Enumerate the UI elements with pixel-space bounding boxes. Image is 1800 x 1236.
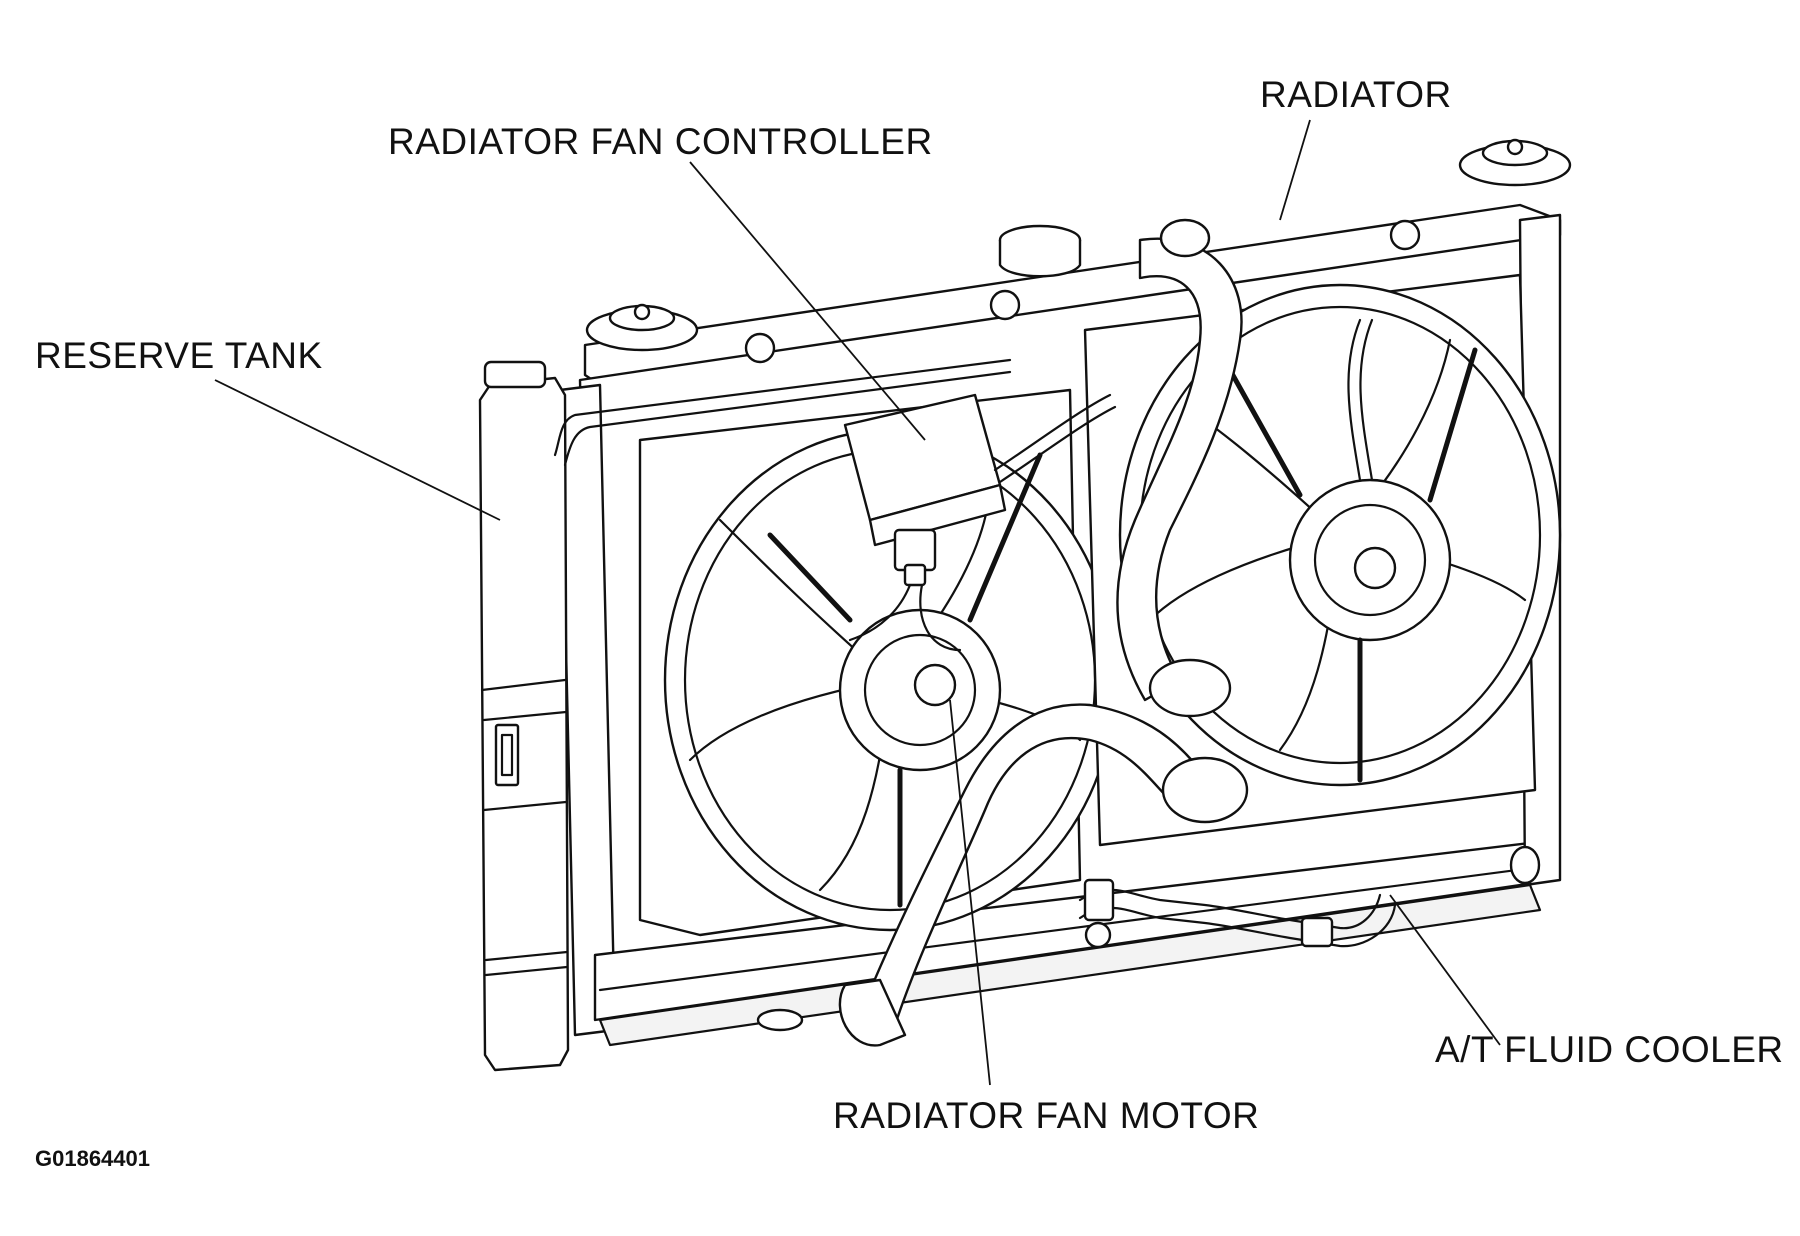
- at-fluid-cooler-lines: [1078, 878, 1397, 949]
- reserve-tank: [478, 358, 1012, 1072]
- leader-reserve-tank: [214, 379, 501, 521]
- leader-lines: [214, 119, 1501, 1086]
- lower-radiator-hose: [838, 703, 1249, 1047]
- leader-at-fluid-cooler: [1389, 894, 1501, 1046]
- leader-fan-controller: [689, 161, 926, 441]
- label-radiator-fan-controller: RADIATOR FAN CONTROLLER: [388, 121, 933, 162]
- upper-radiator-hose: [1116, 218, 1243, 718]
- label-reserve-tank: RESERVE TANK: [35, 335, 323, 376]
- label-radiator: RADIATOR: [1260, 74, 1452, 115]
- radiator-fan-controller: [843, 393, 1117, 652]
- label-at-fluid-cooler: A/T FLUID COOLER: [1435, 1029, 1784, 1070]
- label-radiator-fan-motor: RADIATOR FAN MOTOR: [833, 1095, 1260, 1136]
- figure-id: G01864401: [35, 1146, 150, 1171]
- leader-fan-motor: [949, 699, 991, 1086]
- radiator-caps: [585, 138, 1572, 1032]
- leader-radiator: [1279, 119, 1311, 221]
